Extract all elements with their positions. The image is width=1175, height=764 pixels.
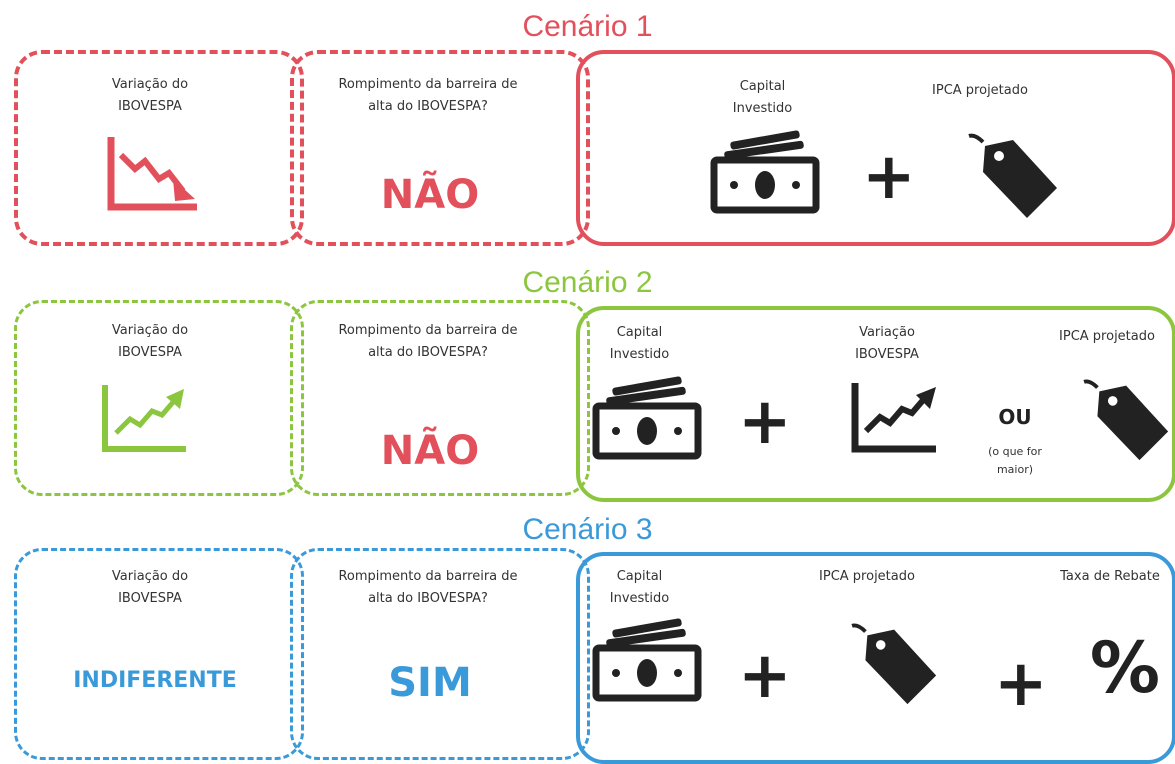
scenario-1-ipca-label: IPCA projetado [932, 83, 1028, 98]
chart-down-icon [107, 137, 197, 211]
price-tag-icon [851, 623, 937, 705]
scenario-3-title: Cenário 3 [522, 513, 653, 546]
scenario-1-title: Cenário 1 [522, 10, 653, 43]
scenario-1-col1-box [14, 50, 304, 246]
scenario-2-col2-label: Rompimento da barreira de alta do IBOVES… [338, 323, 518, 360]
scenario-2-variacao-label: Variação IBOVESPA [855, 325, 919, 362]
scenario-3-capital-label: Capital Investido [609, 569, 670, 606]
money-icon [710, 130, 820, 214]
scenario-3-col2-answer: SIM [388, 660, 472, 706]
percent-icon: % [1089, 627, 1161, 709]
scenario-3-col2-label: Rompimento da barreira de alta do IBOVES… [338, 569, 518, 606]
scenario-1-plus: + [862, 140, 916, 214]
scenario-2-col3-box [576, 306, 1175, 502]
scenario-2-ou-note: (o que for maior) [988, 445, 1042, 476]
scenario-3-rebate-label: Taxa de Rebate [1060, 569, 1160, 584]
scenario-3-col1-answer: INDIFERENTE [73, 668, 237, 693]
money-icon [592, 376, 702, 460]
scenario-1-col2-label: Rompimento da barreira de alta do IBOVES… [338, 77, 518, 114]
scenario-3-col1-label: Variação do IBOVESPA [111, 569, 189, 606]
scenario-2-ipca-label: IPCA projetado [1059, 329, 1155, 344]
scenario-3-plus-1: + [738, 639, 792, 713]
price-tag-icon [1083, 379, 1169, 461]
scenario-2-title: Cenário 2 [522, 266, 653, 299]
scenario-1-col2-box [290, 50, 590, 246]
money-icon [592, 618, 702, 702]
scenario-2-capital-label: Capital Investido [609, 325, 670, 362]
scenario-1-col3-box [576, 50, 1175, 246]
scenario-2-plus: + [738, 385, 792, 459]
scenario-1-col2-answer: NÃO [380, 172, 480, 218]
scenario-1-col1-label: Variação do IBOVESPA [111, 77, 189, 114]
price-tag-icon [968, 133, 1057, 218]
scenario-2-col1-label: Variação do IBOVESPA [111, 323, 189, 360]
scenario-1-capital-label: Capital Investido [732, 79, 793, 116]
scenario-2-col1-box [14, 300, 304, 496]
chart-up-icon [102, 385, 186, 452]
scenario-2-col2-answer: NÃO [380, 428, 480, 474]
scenario-2-col2-box [290, 300, 590, 496]
scenario-3-plus-2: + [994, 647, 1048, 721]
scenario-2-ou-label: OU [998, 405, 1032, 429]
chart-up-icon [851, 383, 936, 453]
scenario-3-ipca-label: IPCA projetado [819, 569, 915, 584]
